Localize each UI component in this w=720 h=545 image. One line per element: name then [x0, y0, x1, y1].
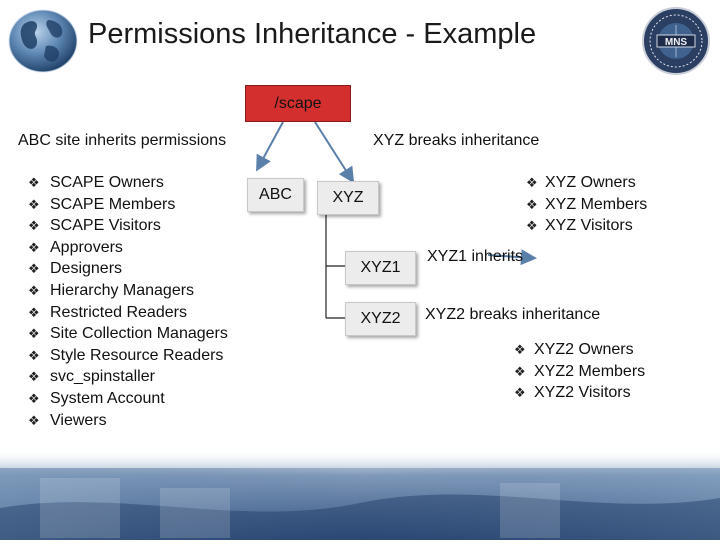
list-item: ❖svc_spinstaller [28, 366, 228, 388]
list-item: ❖XYZ2 Owners [514, 339, 645, 361]
bullet-icon: ❖ [28, 282, 40, 298]
bullet-icon: ❖ [28, 261, 40, 277]
list-item: ❖System Account [28, 388, 228, 410]
bullet-icon: ❖ [28, 390, 40, 406]
seal-logo-text: MNS [665, 37, 688, 48]
bullet-icon: ❖ [526, 175, 538, 190]
bullet-icon: ❖ [28, 218, 40, 234]
list-item: ❖XYZ2 Visitors [514, 382, 645, 404]
bullet-icon: ❖ [526, 218, 538, 234]
list-item: ❖XYZ Members [526, 194, 647, 216]
list-item: ❖Designers [28, 258, 228, 280]
list-item: ❖SCAPE Members [28, 194, 228, 216]
bullet-icon: ❖ [28, 412, 40, 428]
bullet-icon: ❖ [28, 304, 40, 320]
arrow-to-abc [256, 121, 284, 172]
decorative-footer [0, 448, 720, 540]
xyz-group-list: ❖XYZ Owners ❖XYZ Members ❖XYZ Visitors [526, 172, 647, 237]
list-item: ❖Approvers [28, 237, 228, 259]
bullet-icon: ❖ [28, 347, 40, 363]
list-item: ❖Site Collection Managers [28, 323, 228, 345]
abc-heading: ABC site inherits permissions [18, 132, 227, 149]
list-item: ❖Hierarchy Managers [28, 280, 228, 302]
root-site-box: /scape [245, 85, 351, 122]
bullet-icon: ❖ [28, 369, 40, 385]
xyz-tree-lines [325, 214, 345, 319]
list-item: ❖Viewers [28, 410, 228, 432]
agency-seal-icon: MNS [640, 6, 712, 76]
abc-group-list: ❖SCAPE Owners ❖SCAPE Members ❖SCAPE Visi… [28, 172, 228, 431]
xyz2-group-list: ❖XYZ2 Owners ❖XYZ2 Members ❖XYZ2 Visitor… [514, 339, 645, 404]
list-item: ❖Style Resource Readers [28, 345, 228, 367]
node-xyz1: XYZ1 [345, 251, 416, 285]
bullet-icon: ❖ [526, 196, 538, 212]
bullet-icon: ❖ [514, 342, 526, 357]
list-item: ❖XYZ Owners [526, 172, 647, 194]
globe-logo-icon [6, 8, 80, 74]
list-item: ❖SCAPE Owners [28, 172, 228, 194]
node-xyz: XYZ [317, 181, 379, 215]
list-item: ❖XYZ2 Members [514, 361, 645, 383]
list-item: ❖XYZ Visitors [526, 215, 647, 237]
list-item: ❖SCAPE Visitors [28, 215, 228, 237]
slide-title: Permissions Inheritance - Example [88, 18, 537, 50]
list-item: ❖Restricted Readers [28, 302, 228, 324]
bullet-icon: ❖ [28, 175, 40, 190]
arrow-to-xyz [314, 121, 355, 184]
node-abc: ABC [247, 178, 304, 212]
bullet-icon: ❖ [28, 239, 40, 255]
xyz-heading: XYZ breaks inheritance [373, 132, 540, 149]
bullet-icon: ❖ [514, 385, 526, 401]
bullet-icon: ❖ [28, 196, 40, 212]
bullet-icon: ❖ [514, 363, 526, 379]
xyz1-note: XYZ1 inherits [427, 248, 524, 265]
bullet-icon: ❖ [28, 326, 40, 342]
node-xyz2: XYZ2 [345, 302, 416, 336]
arrow-xyz1-inherits [487, 249, 537, 266]
xyz2-note: XYZ2 breaks inheritance [425, 306, 601, 323]
